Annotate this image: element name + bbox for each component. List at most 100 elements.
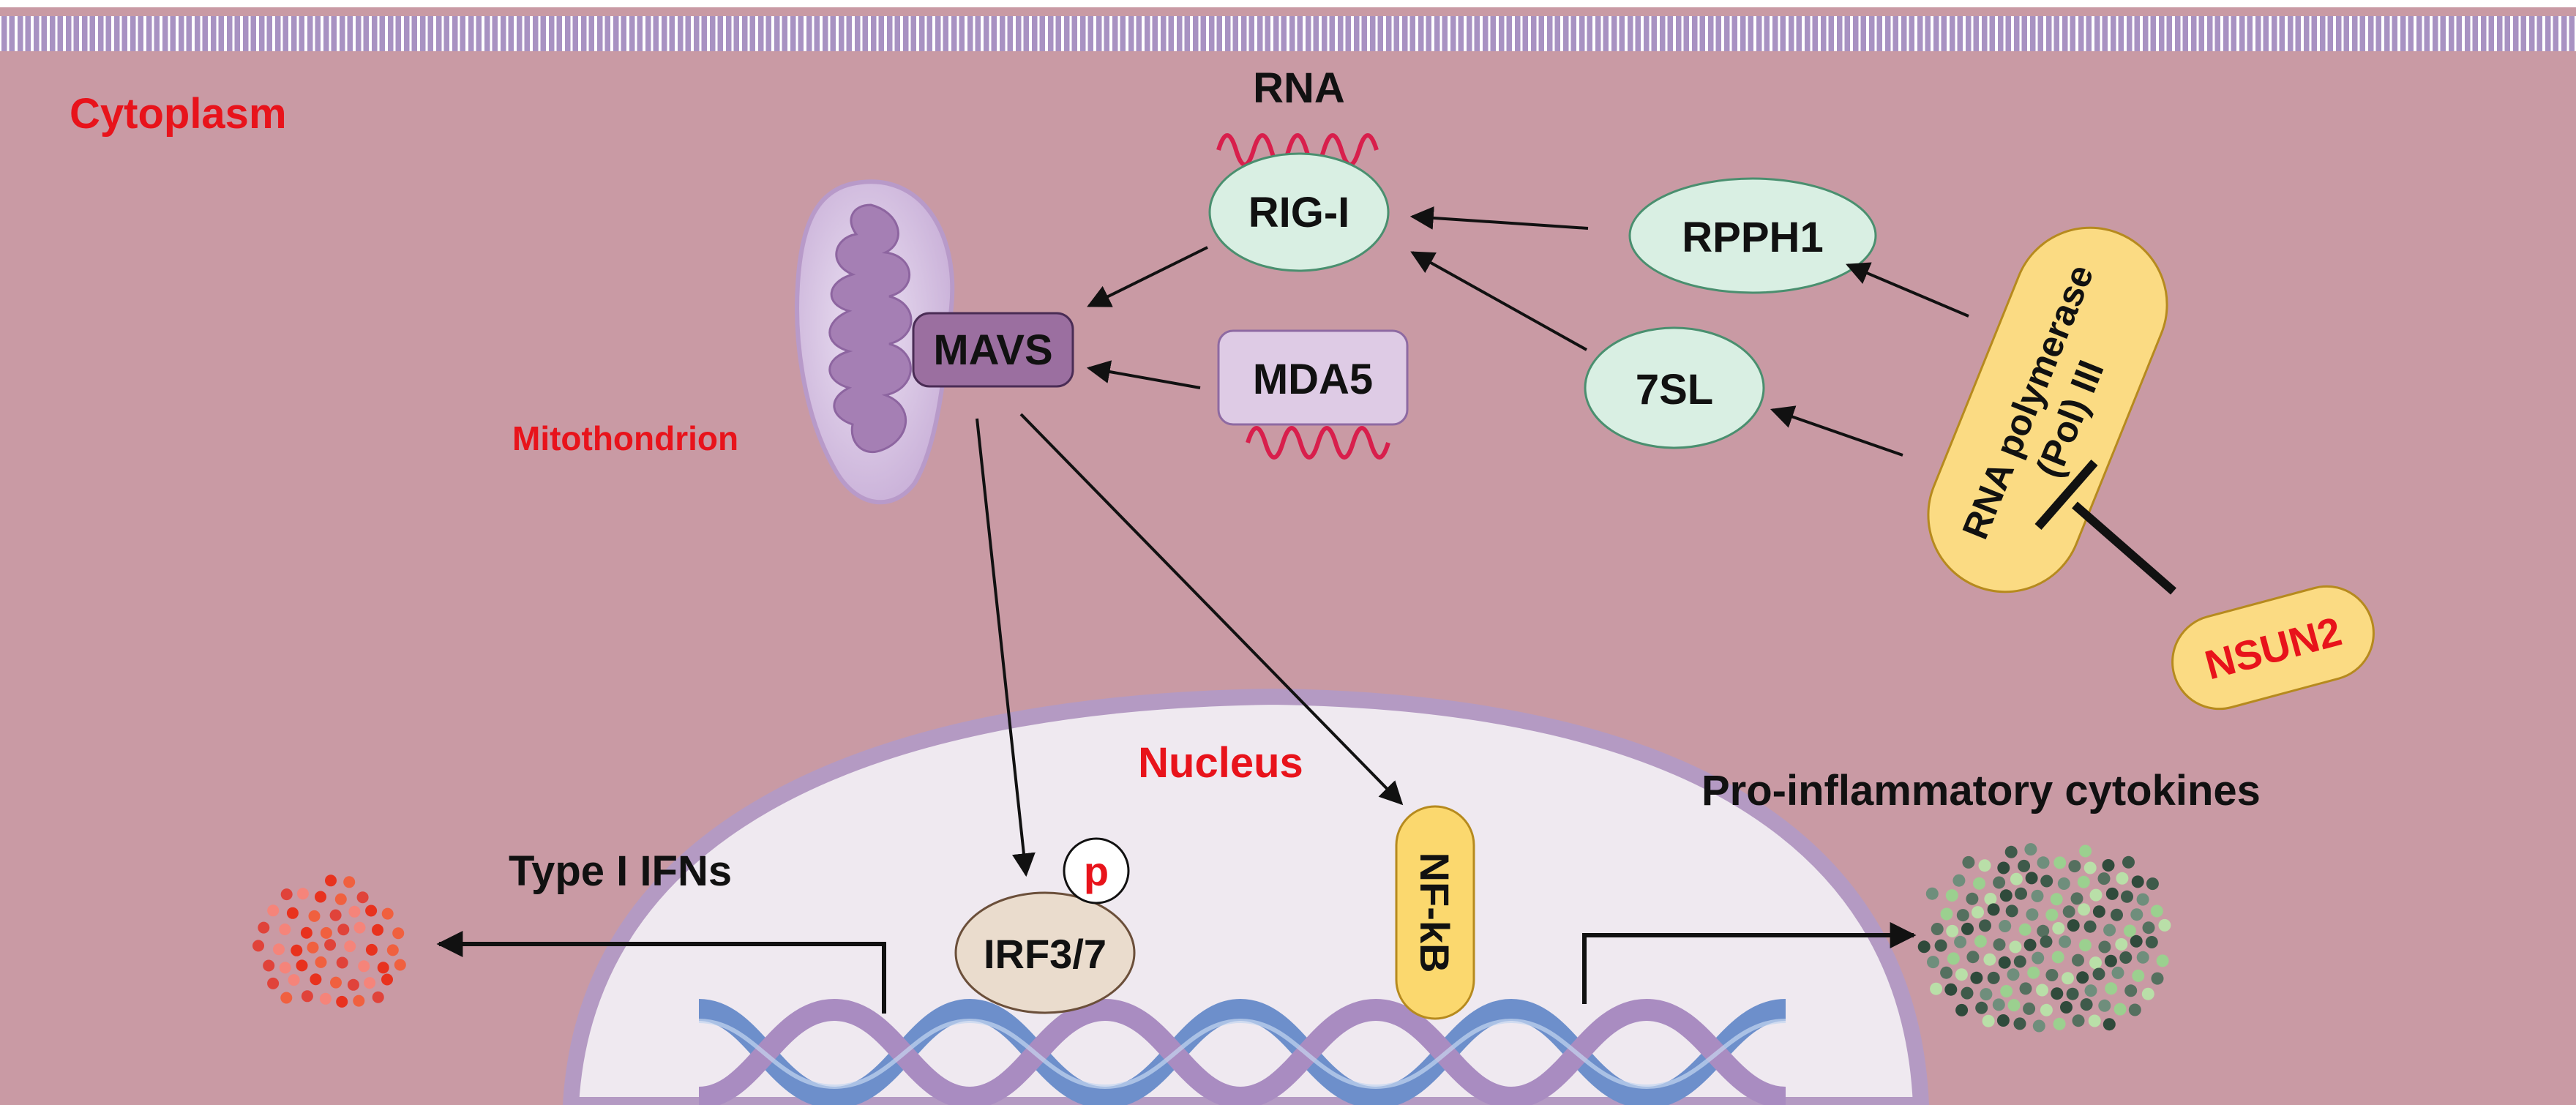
cytokine-particle [2131, 875, 2144, 888]
cytokine-particle [2057, 877, 2070, 890]
cytokine-particle [2059, 935, 2072, 948]
arrow-mavs-to-nfkb [1019, 413, 1404, 806]
cytokine-particle [2026, 908, 2039, 921]
cytokine-particle [2051, 951, 2064, 964]
cytokine-particle [1992, 998, 2005, 1011]
cytokine-particle [2083, 920, 2097, 933]
cytokine-particle [2032, 951, 2045, 964]
cytokine-particle [2037, 856, 2050, 869]
cell-membrane [0, 16, 2576, 51]
svg-text:NF-kB: NF-kB [1412, 853, 1458, 973]
cytokine-particle [2053, 1017, 2066, 1030]
cytokine-particle [2007, 999, 2021, 1012]
cytokine-particle [2040, 1003, 2053, 1016]
cytokine-particle [2158, 918, 2171, 932]
cytokine-particle [1978, 859, 1991, 872]
ifn-particle [381, 973, 393, 986]
cytokine-particle [2037, 924, 2050, 937]
cytokine-particle [2156, 954, 2169, 967]
svg-text:RPPH1: RPPH1 [1682, 214, 1823, 261]
cytokine-particle [2092, 905, 2105, 918]
cytokine-particle [1993, 938, 2006, 951]
cytokine-particle [1955, 1003, 1969, 1016]
mavs-node: MAVS [912, 312, 1074, 388]
cytokine-particle [2007, 968, 2020, 981]
cytokine-particle [1940, 907, 1953, 921]
cytokine-particle [1979, 919, 1991, 932]
ifn-particle [280, 992, 293, 1004]
svg-text:IRF3/7: IRF3/7 [984, 931, 1107, 977]
cytokine-particle [2062, 905, 2075, 918]
cytokine-particle [1952, 874, 1966, 887]
cytokine-particle [2111, 966, 2124, 979]
cytokine-particle [2105, 887, 2119, 900]
cytokine-particle [2098, 940, 2111, 954]
ifn-particle [315, 956, 327, 968]
cytokine-particle [2077, 875, 2090, 888]
cytokine-particle [2113, 1003, 2127, 1016]
cytokine-particle [2088, 1014, 2101, 1027]
cytokine-particle [2031, 889, 2044, 902]
ifn-particle [365, 943, 378, 956]
cytokine-particle [2103, 1018, 2116, 1031]
svg-text:RIG-I: RIG-I [1248, 189, 1350, 236]
ifn-particle [372, 991, 384, 1003]
cytokine-particle [1974, 934, 1987, 948]
cytokine-particle [2005, 904, 2018, 918]
cytokine-particle [1925, 887, 1939, 900]
ifn-particle [267, 977, 280, 989]
cytokine-particle [1955, 968, 1968, 981]
rpph1-node: RPPH1 [1628, 177, 1877, 294]
cytokine-particle [1962, 855, 1975, 869]
ifn-particle [296, 959, 308, 972]
ifn-particle [267, 904, 280, 917]
arrow-rpph1-to-rig-i [1409, 206, 1589, 230]
ifn-particle [258, 921, 270, 934]
ifn-particle [329, 909, 342, 921]
ifn-particle [291, 944, 303, 956]
ifn-particle [288, 974, 300, 986]
cytokine-particle [2013, 955, 2026, 968]
cytokine-particle [1997, 861, 2010, 874]
cytokine-particle [2151, 972, 2164, 985]
cytokine-particle [1993, 876, 2006, 889]
cytokine-particle [2128, 1003, 2141, 1016]
arrow-pol3-to-rpph1 [1846, 262, 1969, 318]
mitochondrion [795, 179, 955, 505]
rna-wave-bottom [1246, 426, 1390, 460]
cytokine-particle [1980, 988, 1993, 1001]
cytokine-particle [2119, 951, 2133, 964]
ifn-particle [286, 907, 299, 919]
dna-helix [697, 998, 1787, 1105]
cytokine-particle [2146, 877, 2159, 891]
cytokine-particle [1966, 892, 1979, 905]
ifn-particle [365, 904, 378, 917]
ifn-particle [300, 926, 312, 939]
cytokine-particle [1972, 906, 1984, 919]
cytokine-particle [2013, 1017, 2026, 1030]
cytokine-particle [2141, 987, 2154, 1000]
cytokine-particle [1998, 956, 2011, 969]
cytokine-particle [2027, 966, 2040, 979]
cytokine-particle [2053, 856, 2067, 869]
cytokine-particle [2051, 987, 2064, 1000]
cytokine-particle [2078, 903, 2091, 916]
cytokine-particle [1975, 1001, 1988, 1014]
ifn-particle [307, 941, 319, 954]
cytokine-particle [2136, 951, 2149, 964]
cytokine-particle [2083, 861, 2097, 874]
cytokine-particle [1956, 909, 1969, 922]
cytokine-particle [1947, 952, 1960, 965]
inhibition-line [2034, 460, 2176, 595]
cytokine-particle [1973, 877, 1985, 890]
ifn-particle [356, 891, 369, 904]
cytokine-particle [2123, 924, 2136, 937]
cytokine-particle [1970, 971, 1983, 984]
cytokine-particle [2150, 904, 2163, 918]
ifn-particle [310, 973, 322, 986]
ifn-particle [358, 960, 370, 973]
arrow-mda5-to-mavs [1086, 360, 1201, 389]
cytokine-particle [2010, 872, 2023, 885]
ifn-particle [320, 926, 332, 939]
cytokine-particle [2145, 936, 2158, 948]
